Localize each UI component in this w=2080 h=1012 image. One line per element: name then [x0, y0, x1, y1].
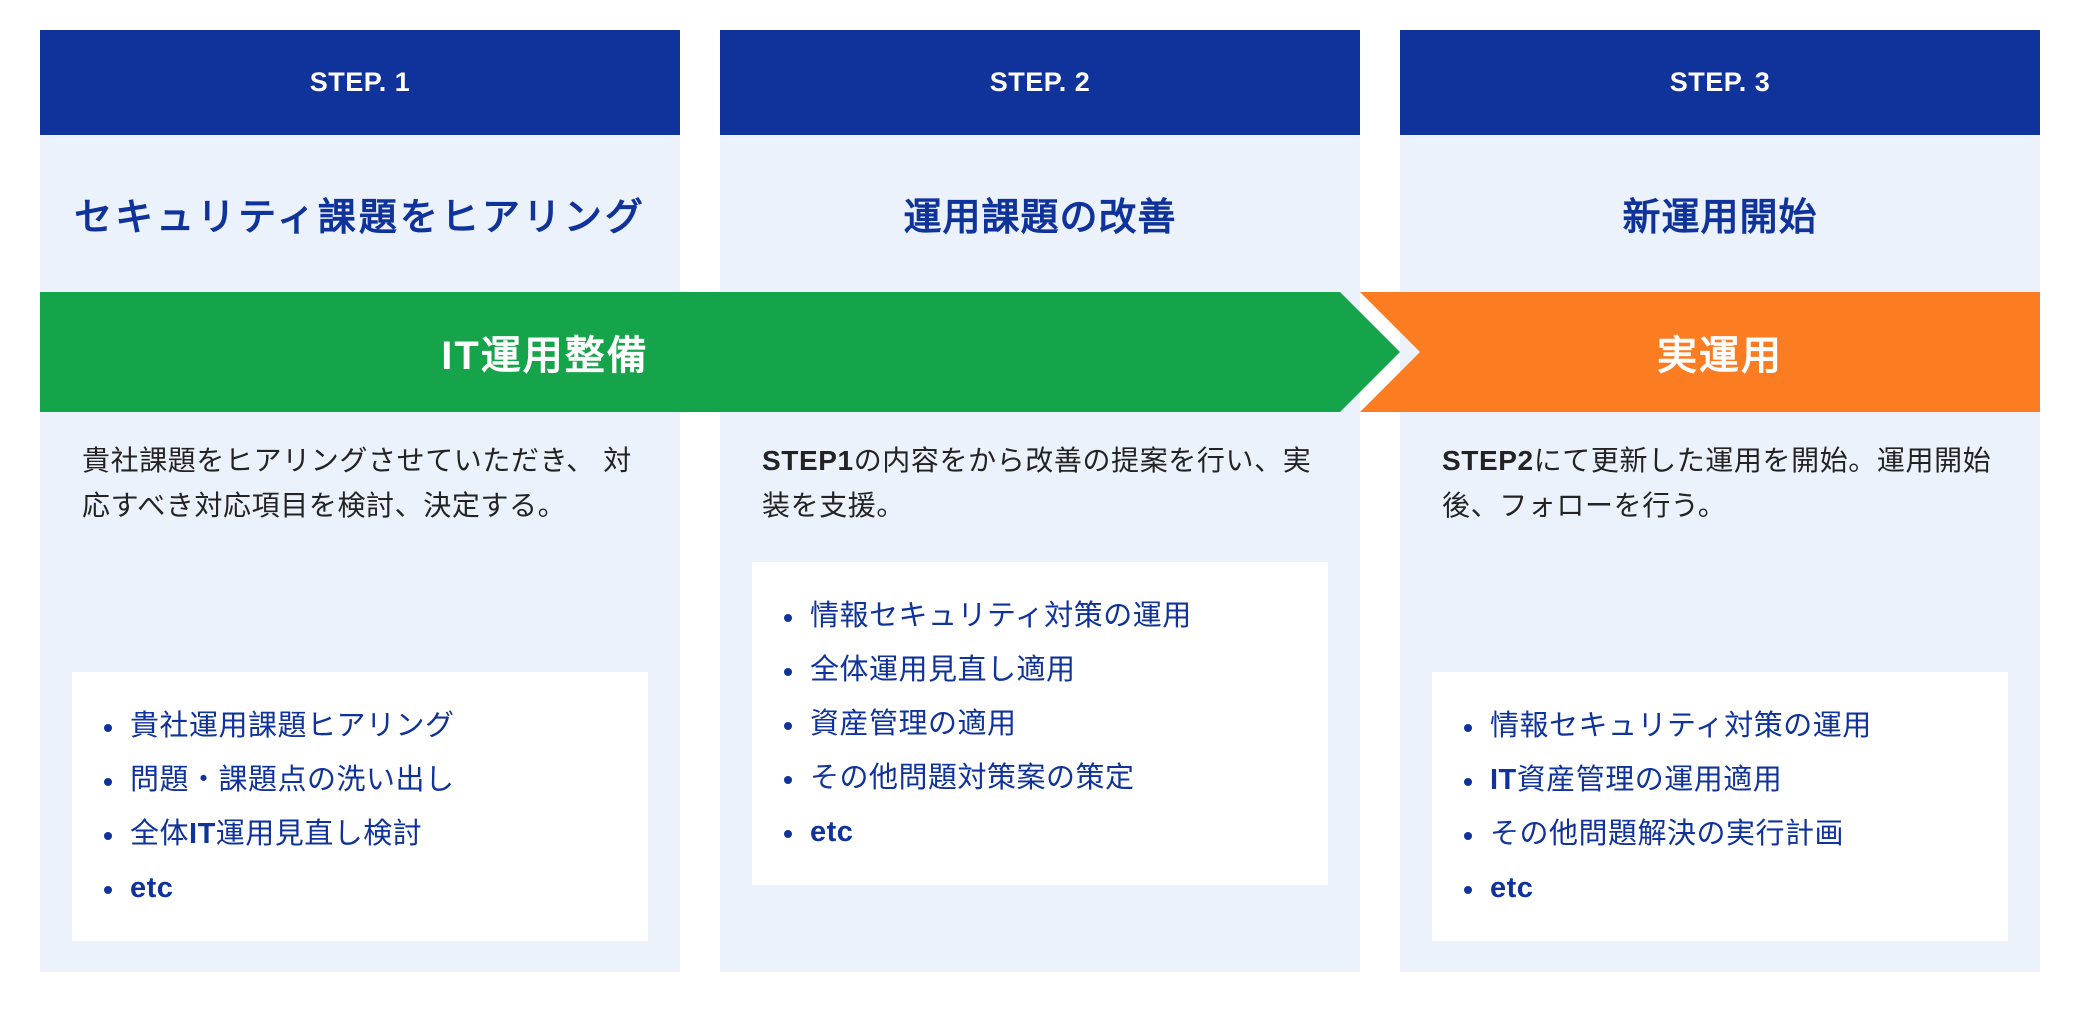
step-title-1: セキュリティ課題をヒアリング — [74, 197, 646, 239]
banner-crossing-area-1 — [40, 292, 680, 412]
bullet-item: 全体IT運用見直し検討 — [72, 820, 648, 849]
step-header-1: STEP. 1 — [40, 30, 680, 135]
step-header-2: STEP. 2 — [720, 30, 1360, 135]
bullet-item: 資産管理の適用 — [752, 710, 1328, 739]
bullet-item: etc — [752, 818, 1328, 847]
step-card-2: STEP. 2 運用課題の改善 STEP1の内容をから改善の提案を行い、実装を支… — [720, 30, 1360, 972]
bullet-item: etc — [72, 874, 648, 903]
step-number-label-1: STEP. 1 — [309, 67, 411, 97]
step-description-2: STEP1の内容をから改善の提案を行い、実装を支援。 — [762, 445, 1312, 522]
bullet-item: 貴社運用課題ヒアリング — [72, 712, 648, 741]
bullet-item: その他問題対策案の策定 — [752, 764, 1328, 793]
bullet-item: 情報セキュリティ対策の運用 — [752, 602, 1328, 631]
step-card-3: STEP. 3 新運用開始 STEP2にて更新した運用を開始。運用開始後、フォロ… — [1400, 30, 2040, 972]
step-description-1: 貴社課題をヒアリングさせていただき、 対応すべき対応項目を検討、決定する。 — [82, 445, 632, 522]
step-bullet-box-3: 情報セキュリティ対策の運用 IT資産管理の運用適用その他問題解決の実行計画 etc — [1432, 672, 2008, 941]
bullet-item: 全体運用見直し適用 — [752, 656, 1328, 685]
step-bullet-list-3: 情報セキュリティ対策の運用 IT資産管理の運用適用その他問題解決の実行計画 etc — [1432, 712, 2008, 903]
step-bullet-box-1: 貴社運用課題ヒアリング問題・課題点の洗い出し全体IT運用見直し検討 etc — [72, 672, 648, 941]
banner-crossing-area-2 — [720, 292, 1360, 412]
step-header-3: STEP. 3 — [1400, 30, 2040, 135]
step-description-3: STEP2にて更新した運用を開始。運用開始後、フォローを行う。 — [1442, 445, 1992, 522]
bullet-item: IT資産管理の運用適用 — [1432, 766, 2008, 795]
step-title-3: 新運用開始 — [1622, 197, 1818, 239]
step-number-label-3: STEP. 3 — [1669, 67, 1771, 97]
step-title-2: 運用課題の改善 — [903, 197, 1177, 239]
banner-crossing-area-3 — [1400, 292, 2040, 412]
step-bullet-list-1: 貴社運用課題ヒアリング問題・課題点の洗い出し全体IT運用見直し検討 etc — [72, 712, 648, 903]
bullet-item: その他問題解決の実行計画 — [1432, 820, 2008, 849]
bullet-item: 問題・課題点の洗い出し — [72, 766, 648, 795]
bullet-item: 情報セキュリティ対策の運用 — [1432, 712, 2008, 741]
bullet-item: etc — [1432, 874, 2008, 903]
step-bullet-list-2: 情報セキュリティ対策の運用全体運用見直し適用資産管理の適用その他問題対策案の策定… — [752, 602, 1328, 847]
step-bullet-box-2: 情報セキュリティ対策の運用全体運用見直し適用資産管理の適用その他問題対策案の策定… — [752, 562, 1328, 885]
step-card-1: STEP. 1 セキュリティ課題をヒアリング 貴社課題をヒアリングさせていただき… — [40, 30, 680, 972]
step-number-label-2: STEP. 2 — [989, 67, 1091, 97]
